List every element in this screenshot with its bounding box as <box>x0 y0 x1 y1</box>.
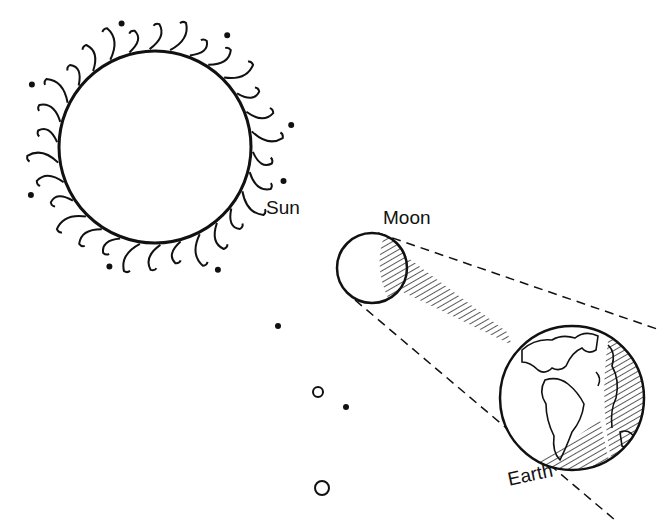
small-dot <box>275 323 281 329</box>
moon-shadow <box>380 233 410 302</box>
small-circle <box>315 481 329 495</box>
sun-flames <box>27 21 293 272</box>
small-circle <box>313 387 323 397</box>
small-dot <box>343 404 349 410</box>
earth-night-side <box>520 320 650 475</box>
continents <box>522 333 636 460</box>
moon-label: Moon <box>383 208 431 227</box>
earth-label: Earth <box>506 461 554 489</box>
sun-disc <box>59 51 251 243</box>
umbra-cone <box>395 248 512 345</box>
sun-label: Sun <box>266 198 300 217</box>
